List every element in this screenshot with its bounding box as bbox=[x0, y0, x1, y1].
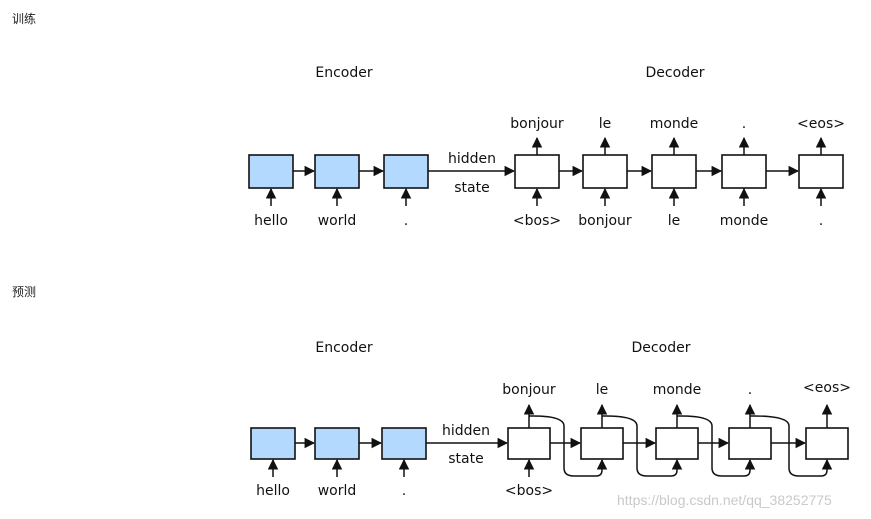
decoder-output-label: . bbox=[742, 116, 746, 132]
watermark-url: https://blog.csdn.net/qq_38252775 bbox=[617, 492, 832, 508]
section-label-predict: 预测 bbox=[12, 285, 37, 299]
decoder-output-label: monde bbox=[653, 382, 702, 398]
encoder-cell bbox=[248, 154, 294, 189]
decoder-output-label: bonjour bbox=[510, 116, 564, 132]
decoder-input-label: bonjour bbox=[578, 213, 632, 229]
decoder-output-label: . bbox=[748, 382, 752, 398]
encoder-cell bbox=[314, 154, 360, 189]
decoder-input-label: <bos> bbox=[505, 483, 553, 499]
decoder-cell bbox=[805, 427, 849, 460]
encoder-input-label: . bbox=[404, 213, 408, 229]
decoder-cell bbox=[580, 427, 624, 460]
encoder-title: Encoder bbox=[315, 65, 372, 81]
decoder-cell bbox=[582, 154, 628, 189]
decoder-output-label: le bbox=[599, 116, 612, 132]
decoder-input-label: monde bbox=[720, 213, 769, 229]
decoder-cell bbox=[655, 427, 699, 460]
decoder-cell bbox=[651, 154, 697, 189]
hidden-label: hidden bbox=[442, 423, 490, 439]
training-diagram: Encoder Decoder hidden state bbox=[248, 65, 845, 229]
hidden-label: hidden bbox=[448, 151, 496, 167]
decoder-cell bbox=[721, 154, 767, 189]
input-arrows bbox=[267, 458, 535, 477]
encoder-input-label: world bbox=[318, 483, 357, 499]
encoder-cell bbox=[250, 427, 296, 460]
encoder-input-label: world bbox=[318, 213, 357, 229]
decoder-title: Decoder bbox=[646, 65, 705, 81]
encoder-cell bbox=[381, 427, 427, 460]
decoder-output-label: monde bbox=[650, 116, 699, 132]
decoder-input-label: <bos> bbox=[513, 213, 561, 229]
encoder-title: Encoder bbox=[315, 340, 372, 356]
state-label: state bbox=[448, 451, 483, 467]
decoder-output-label: le bbox=[596, 382, 609, 398]
encoder-cell bbox=[314, 427, 360, 460]
input-arrows bbox=[265, 187, 827, 206]
decoder-output-label: <eos> bbox=[803, 380, 851, 396]
prediction-diagram: Encoder Decoder hidden state bbox=[250, 340, 851, 499]
feedback-arrows bbox=[529, 415, 833, 477]
output-arrows bbox=[531, 136, 827, 155]
decoder-cell bbox=[507, 427, 551, 460]
decoder-input-label: le bbox=[668, 213, 681, 229]
decoder-cell bbox=[728, 427, 772, 460]
encoder-cell bbox=[383, 154, 429, 189]
decoder-title: Decoder bbox=[632, 340, 691, 356]
decoder-output-label: bonjour bbox=[502, 382, 556, 398]
encoder-input-label: hello bbox=[254, 213, 288, 229]
decoder-input-label: . bbox=[819, 213, 823, 229]
decoder-cell bbox=[514, 154, 560, 189]
decoder-output-label: <eos> bbox=[797, 116, 845, 132]
state-label: state bbox=[454, 180, 489, 196]
encoder-input-label: hello bbox=[256, 483, 290, 499]
section-label-train: 训练 bbox=[12, 12, 37, 26]
encoder-input-label: . bbox=[402, 483, 406, 499]
decoder-cell bbox=[798, 154, 844, 189]
